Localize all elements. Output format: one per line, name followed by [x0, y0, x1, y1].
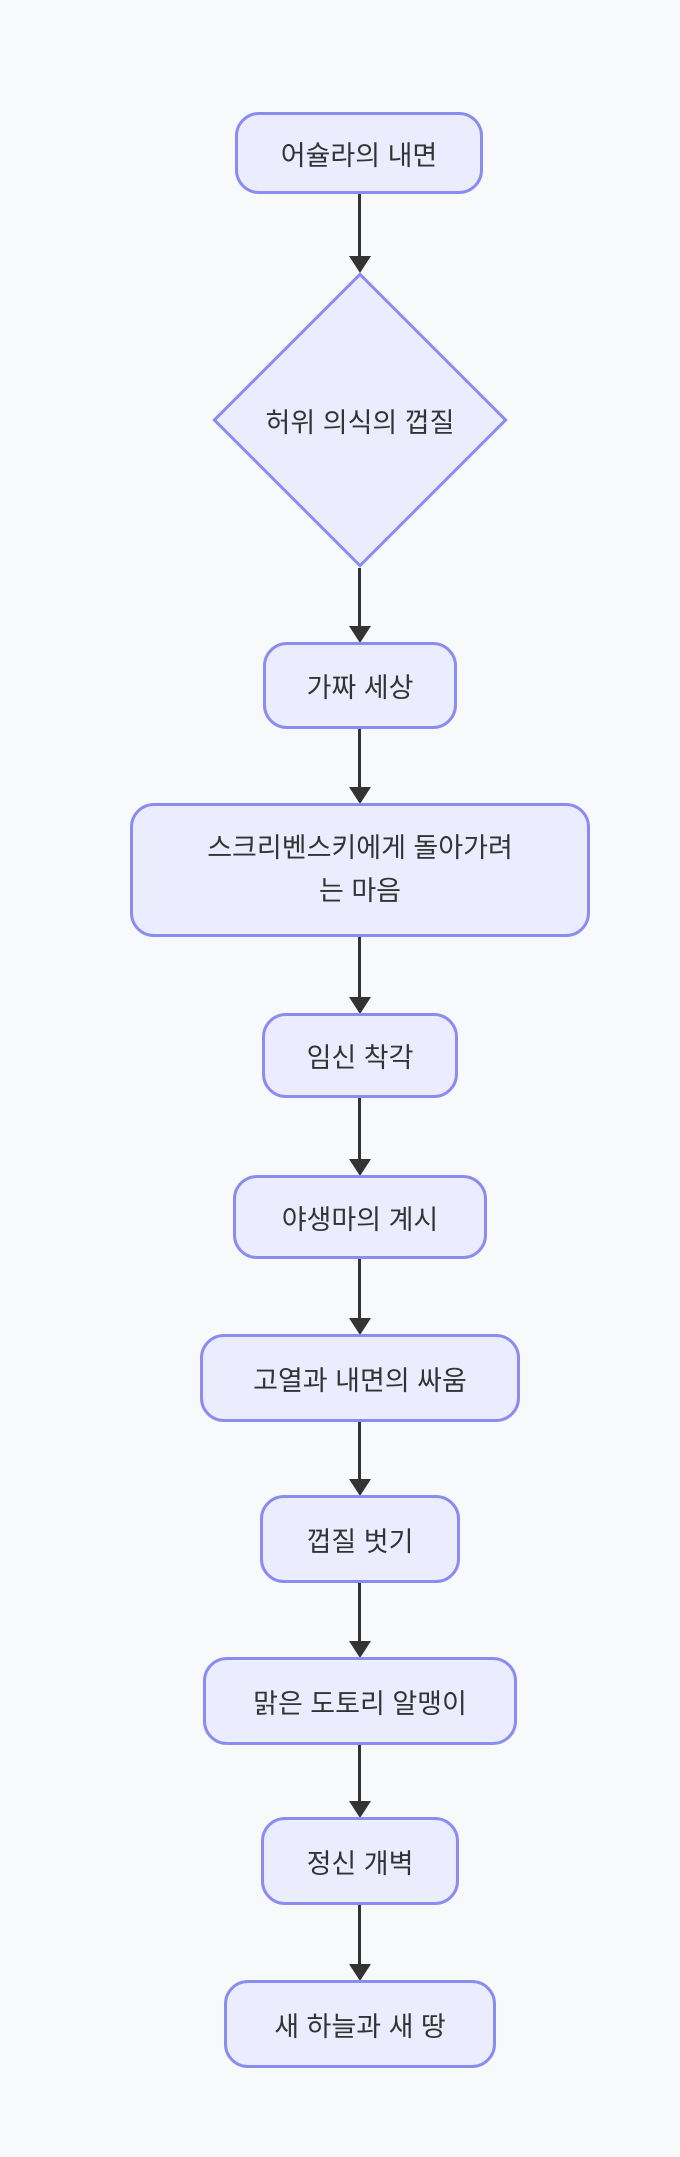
node-label: 허위 의식의 껍질	[265, 407, 455, 438]
arrowhead-icon	[349, 1318, 371, 1335]
node-wild-horses-revelation: 야생마의 계시	[233, 1175, 487, 1259]
edge-line	[358, 1905, 361, 1964]
arrowhead-icon	[349, 1964, 371, 1981]
node-false-consciousness-shell: 허위 의식의 껍질	[212, 272, 508, 568]
edge-line	[358, 568, 361, 626]
node-label: 임신 착각	[306, 1043, 414, 1073]
node-label: 가짜 세상	[306, 673, 414, 703]
node-label: 스크리벤스키에게 돌아가려 는 마음	[207, 827, 513, 913]
arrowhead-icon	[349, 1159, 371, 1176]
edge-line	[358, 1422, 361, 1479]
node-label: 맑은 도토리 알맹이	[253, 1688, 467, 1719]
edge-line	[358, 1745, 361, 1801]
edge-line	[358, 194, 361, 256]
node-ursula-inner-self: 어슐라의 내면	[235, 112, 483, 194]
node-fever-inner-struggle: 고열과 내면의 싸움	[200, 1334, 520, 1422]
arrowhead-icon	[349, 997, 371, 1014]
node-label-line-2: 는 마음	[318, 876, 402, 906]
arrowhead-icon	[349, 626, 371, 643]
edge-line	[358, 1583, 361, 1641]
node-fake-world: 가짜 세상	[263, 642, 457, 729]
node-shell-shedding: 껍질 벗기	[260, 1495, 460, 1583]
node-label: 고열과 내면의 싸움	[253, 1365, 467, 1396]
node-return-to-skrebensky: 스크리벤스키에게 돌아가려 는 마음	[130, 803, 590, 937]
node-label-line-1: 스크리벤스키에게 돌아가려	[207, 832, 513, 863]
arrowhead-icon	[349, 256, 371, 273]
arrowhead-icon	[349, 1801, 371, 1818]
edge-line	[358, 729, 361, 787]
edge-line	[358, 1098, 361, 1159]
edge-line	[358, 1259, 361, 1318]
arrowhead-icon	[349, 1641, 371, 1658]
edge-line	[358, 937, 361, 997]
arrowhead-icon	[349, 787, 371, 804]
node-label: 야생마의 계시	[281, 1204, 439, 1235]
node-label: 정신 개벽	[306, 1848, 414, 1879]
node-label: 어슐라의 내면	[280, 140, 438, 171]
node-new-heaven-new-earth: 새 하늘과 새 땅	[224, 1980, 496, 2068]
node-label: 새 하늘과 새 땅	[274, 2011, 446, 2042]
arrowhead-icon	[349, 1479, 371, 1496]
node-label: 껍질 벗기	[306, 1526, 414, 1557]
node-spiritual-awakening: 정신 개벽	[261, 1817, 459, 1905]
node-pregnancy-illusion: 임신 착각	[262, 1013, 458, 1098]
node-clear-acorn-kernel: 맑은 도토리 알맹이	[203, 1657, 517, 1745]
